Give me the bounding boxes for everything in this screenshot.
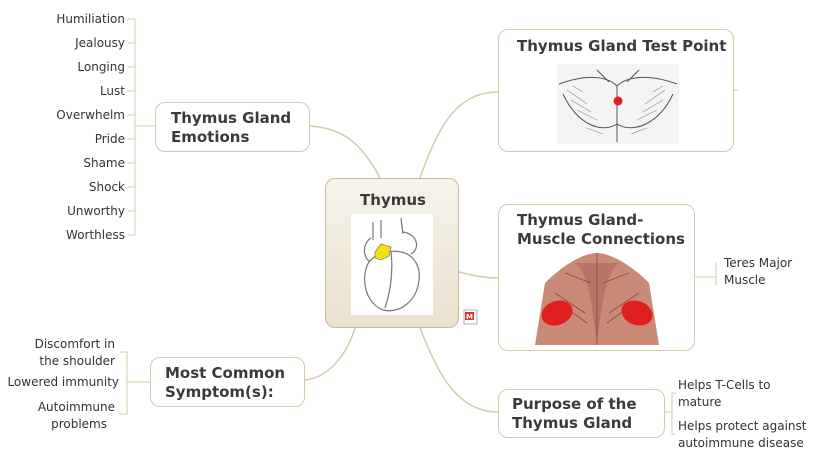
symptom-item: Lowered immunity <box>7 374 119 391</box>
emotion-item: Shame <box>83 156 125 170</box>
test-point-marker <box>613 96 623 106</box>
symptom-item: Discomfort in the shoulder <box>35 336 115 370</box>
muscle-item-line2: Muscle <box>724 273 766 287</box>
muscle-item-line1: Teres Major <box>724 256 793 270</box>
emotion-item: Longing <box>77 60 125 74</box>
purpose-title-line2: Thymus Gland <box>512 414 633 432</box>
central-title: Thymus <box>360 191 426 209</box>
symptoms-title-line1: Most Common <box>165 364 286 382</box>
test-point-title: Thymus Gland Test Point <box>517 37 727 55</box>
emotion-item: Shock <box>88 180 125 194</box>
purpose-title-line1: Purpose of the <box>512 395 637 413</box>
svg-text:M: M <box>466 313 473 321</box>
emotions-topic[interactable]: Thymus Gland Emotions <box>155 102 310 152</box>
emotions-title-line2: Emotions <box>171 128 250 146</box>
teres-major-right <box>621 300 653 326</box>
symptom-item-line1: Autoimmune <box>37 400 115 414</box>
central-topic[interactable]: Thymus <box>325 178 459 328</box>
symptoms-title-line2: Symptom(s): <box>165 383 274 401</box>
purpose-item-line2: mature <box>678 395 722 409</box>
purpose-item-line1: Helps protect against <box>678 419 807 433</box>
symptom-item-line1: Discomfort in <box>34 337 115 351</box>
emotion-item: Pride <box>94 132 125 146</box>
emotion-item: Worthless <box>66 228 125 242</box>
emotion-item: Humiliation <box>56 12 125 26</box>
test-point-topic[interactable]: Thymus Gland Test Point <box>498 29 734 152</box>
emotion-item: Lust <box>99 84 125 98</box>
emotion-item: Jealousy <box>75 36 125 50</box>
muscle-title-line2: Muscle Connections <box>517 230 685 248</box>
emotion-item: Overwhelm <box>56 108 125 122</box>
emotions-title-line1: Thymus Gland <box>171 109 292 127</box>
teres-major-left <box>541 300 573 326</box>
symptoms-topic[interactable]: Most Common Symptom(s): <box>150 357 305 407</box>
muscle-topic[interactable]: Thymus Gland- Muscle Connections <box>498 204 695 351</box>
symptom-item-line1: Lowered immunity <box>7 375 119 389</box>
emotion-item: Unworthy <box>67 204 125 218</box>
purpose-item: Helps T-Cells to mature <box>678 377 771 411</box>
purpose-item-line1: Helps T-Cells to <box>678 378 771 392</box>
symptom-item: Autoimmune problems <box>38 399 115 433</box>
muscle-title-line1: Thymus Gland- <box>517 211 644 229</box>
chest-image <box>557 64 679 144</box>
mindmap-marker-icon[interactable]: M <box>463 309 479 325</box>
purpose-item: Helps protect against autoimmune disease <box>678 418 806 452</box>
purpose-item-line2: autoimmune disease <box>678 436 804 450</box>
muscle-item: Teres Major Muscle <box>724 255 792 289</box>
purpose-topic[interactable]: Purpose of the Thymus Gland <box>498 389 665 438</box>
thymus-gland-shape <box>374 243 392 261</box>
back-muscle-image <box>535 253 659 345</box>
symptom-item-line2: problems <box>51 417 107 431</box>
thymus-heart-image <box>351 214 433 315</box>
symptom-item-line2: the shoulder <box>39 354 115 368</box>
